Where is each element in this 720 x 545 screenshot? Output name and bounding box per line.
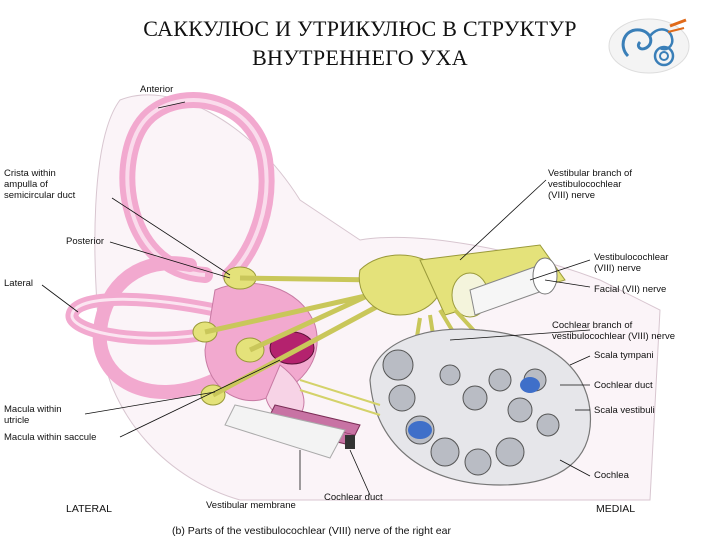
label-vestibular-branch: Vestibular branch of vestibulocochlear (… xyxy=(548,168,632,201)
vestibular-membrane xyxy=(224,404,346,459)
label-macula-utricle: Macula within utricle xyxy=(4,404,62,426)
slide-title: САККУЛЮС И УТРИКУЛЮС В СТРУКТУР ВНУТРЕНН… xyxy=(0,14,720,72)
label-crista: Crista within ampulla of semicircular du… xyxy=(4,168,76,201)
figure-caption: (b) Parts of the vestibulocochlear (VIII… xyxy=(172,525,451,537)
label-lateral-direction: LATERAL xyxy=(66,503,112,515)
label-anterior: Anterior xyxy=(140,84,174,95)
title-line-1: САККУЛЮС И УТРИКУЛЮС В СТРУКТУР xyxy=(143,16,577,41)
cochlear-duct-blue-upper xyxy=(520,377,540,393)
nerve-branches xyxy=(204,275,382,398)
label-vestibulocochlear-nerve: Vestibulocochlear (VIII) nerve xyxy=(594,252,669,274)
inner-ear-figure: Anterior Crista within ampulla of semici… xyxy=(0,80,720,540)
title-line-2: ВНУТРЕННЕГО УХА xyxy=(252,45,468,70)
label-macula-saccule: Macula within saccule xyxy=(4,432,97,443)
label-medial-direction: MEDIAL xyxy=(596,503,636,515)
label-cochlear-duct-bottom: Cochlear duct xyxy=(324,492,383,503)
inner-ear-illustration xyxy=(41,92,661,501)
cochlear-duct-blue-lower xyxy=(408,421,432,439)
ear-logo-icon xyxy=(608,18,690,74)
label-posterior: Posterior xyxy=(66,236,105,247)
label-facial-nerve: Facial (VII) nerve xyxy=(594,284,667,295)
label-scala-vestibuli: Scala vestibuli xyxy=(594,405,655,416)
label-scala-tympani: Scala tympani xyxy=(594,350,654,361)
label-cochlea: Cochlea xyxy=(594,470,629,481)
label-cochlear-duct-right: Cochlear duct xyxy=(594,380,653,391)
label-lateral: Lateral xyxy=(4,278,34,289)
basilar-lines xyxy=(299,379,381,416)
label-vestibular-membrane: Vestibular membrane xyxy=(206,500,296,511)
cochlear-duct-end xyxy=(345,435,355,449)
leader-lines xyxy=(41,101,591,496)
label-cochlear-branch: Cochlear branch of vestibulocochlear (VI… xyxy=(552,320,676,342)
